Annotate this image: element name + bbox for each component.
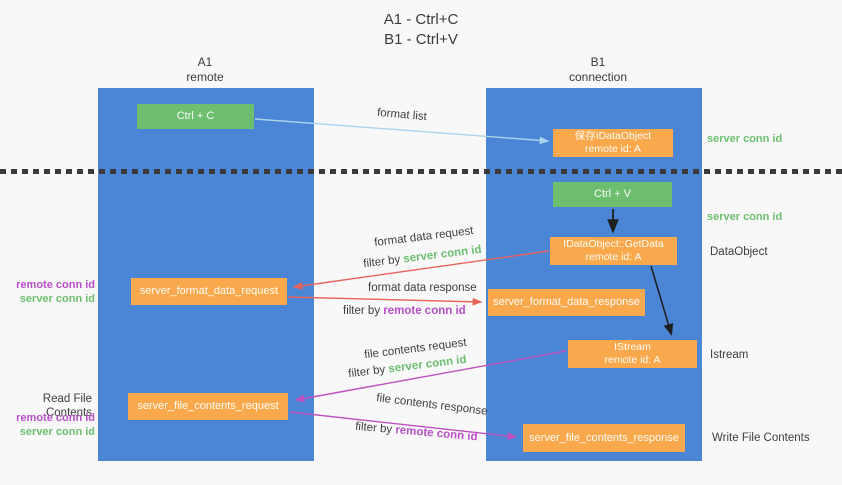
column-a1-name: A1 xyxy=(197,55,213,69)
label-server-conn-id-left-2: server conn id xyxy=(19,426,95,438)
node-save-idataobject: 保存IDataObject remote id: A xyxy=(553,129,673,157)
filter-by-text: filter by xyxy=(362,253,405,271)
label-remote-conn-id-left-1: remote conn id xyxy=(16,279,95,291)
arrow-format-data-response xyxy=(287,296,483,306)
node-sfcresp-label: server_file_contents_response xyxy=(529,431,679,444)
column-header-b1: B1 connection xyxy=(538,55,658,84)
remote-conn-id-text: remote conn id xyxy=(383,305,466,317)
node-ctrl-c: Ctrl + C xyxy=(137,104,254,129)
label-write-file-contents: Write File Contents xyxy=(712,432,810,444)
filter-by-text: filter by xyxy=(343,305,384,317)
node-idataobject-getdata: IDataObject::GetData remote id: A xyxy=(550,237,677,265)
label-server-conn-id-right-2: server conn id xyxy=(707,211,783,223)
node-sfdreq-label: server_format_data_request xyxy=(139,285,279,297)
node-istream-line1: IStream xyxy=(614,341,651,353)
title-line-1: A1 - Ctrl+C xyxy=(383,11,459,28)
label-dataobject: DataObject xyxy=(710,246,768,258)
label-istream: Istream xyxy=(710,349,749,361)
label-format-list: format list xyxy=(376,106,428,124)
node-sfdresp-label: server_format_data_response xyxy=(493,296,640,308)
dotted-divider-line xyxy=(0,169,842,174)
label-remote-conn-id-left-2: remote conn id xyxy=(16,412,95,424)
column-b1-subtitle: connection xyxy=(568,69,628,84)
diagram-title: A1 - Ctrl+C B1 - Ctrl+V xyxy=(0,10,842,50)
node-server-file-contents-response: server_file_contents_response xyxy=(523,424,685,452)
column-header-a1: A1 remote xyxy=(145,55,265,84)
label-file-contents-response: file contents response xyxy=(375,392,489,418)
node-server-format-data-request: server_format_data_request xyxy=(131,278,287,305)
node-ctrl-v: Ctrl + V xyxy=(553,182,672,207)
label-block-conn-ids-2: remote conn id server conn id xyxy=(0,411,95,439)
node-getdata-line1: IDataObject::GetData xyxy=(563,238,664,250)
label-server-conn-id-left-1: server conn id xyxy=(19,293,95,305)
node-save-idataobject-line1: 保存IDataObject xyxy=(574,130,652,142)
node-getdata-line2: remote id: A xyxy=(585,251,642,263)
server-conn-id-text: server conn id xyxy=(387,353,468,376)
title-line-2: B1 - Ctrl+V xyxy=(384,31,458,48)
column-a1-subtitle: remote xyxy=(186,69,224,84)
node-istream-line2: remote id: A xyxy=(604,354,661,366)
node-sfcreq-label: server_file_contents_request xyxy=(137,400,279,412)
label-filter-by-remote-conn-id-2: filter by remote conn id xyxy=(355,421,478,444)
server-conn-id-text: server conn id xyxy=(402,243,483,266)
label-read-file-contents: Read File Contents xyxy=(42,393,92,419)
label-block-conn-ids-1: remote conn id server conn id xyxy=(0,278,95,306)
node-server-file-contents-request: server_file_contents_request xyxy=(128,393,288,420)
filter-by-text: filter by xyxy=(347,363,390,381)
label-filter-by-remote-conn-id-1: filter by remote conn id xyxy=(343,305,466,317)
node-ctrl-v-label: Ctrl + V xyxy=(594,188,631,200)
node-save-idataobject-line2: remote id: A xyxy=(584,143,642,155)
remote-conn-id-text: remote conn id xyxy=(394,424,478,444)
node-istream: IStream remote id: A xyxy=(568,340,697,368)
column-b1-name: B1 xyxy=(590,55,606,69)
label-server-conn-id-right-1: server conn id xyxy=(707,133,783,145)
filter-by-text: filter by xyxy=(354,420,396,437)
node-ctrl-c-label: Ctrl + C xyxy=(176,110,215,122)
node-server-format-data-response: server_format_data_response xyxy=(488,289,645,316)
label-format-data-response: format data response xyxy=(368,282,477,294)
